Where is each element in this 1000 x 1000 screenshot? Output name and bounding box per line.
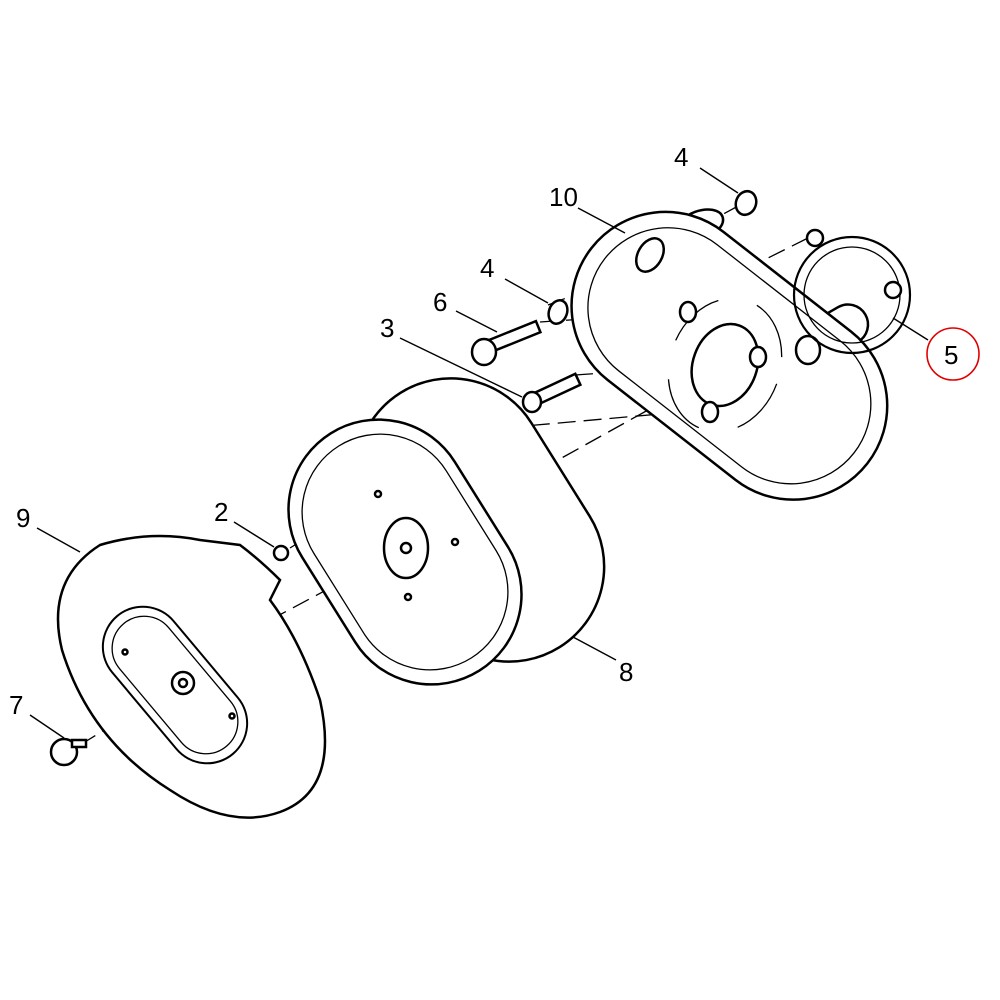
leader-lines xyxy=(29,167,929,739)
callout-8: 8 xyxy=(619,657,633,687)
callout-5[interactable]: 5 xyxy=(944,340,958,370)
callout-7: 7 xyxy=(9,690,23,720)
backplate-part-10[interactable] xyxy=(534,174,926,538)
callout-6: 6 xyxy=(433,287,447,317)
callout-4-mid: 4 xyxy=(480,253,494,283)
cover-part-9[interactable] xyxy=(56,534,327,819)
gasket-part-5[interactable] xyxy=(792,228,912,355)
o-ring-part-4-top[interactable] xyxy=(732,188,759,217)
screw-part-7[interactable] xyxy=(49,737,88,767)
callout-3: 3 xyxy=(380,313,394,343)
callout-4-top: 4 xyxy=(674,142,688,172)
o-ring-part-4-mid[interactable] xyxy=(545,298,570,327)
filter-element-part-8[interactable] xyxy=(254,342,640,718)
highlight-circle xyxy=(926,327,980,381)
screw-part-2[interactable] xyxy=(272,544,290,562)
callout-10: 10 xyxy=(549,182,578,212)
callout-2: 2 xyxy=(214,497,228,527)
fitting-part-3[interactable] xyxy=(521,372,583,414)
callout-9: 9 xyxy=(16,503,30,533)
bolt-part-6[interactable] xyxy=(470,319,543,367)
